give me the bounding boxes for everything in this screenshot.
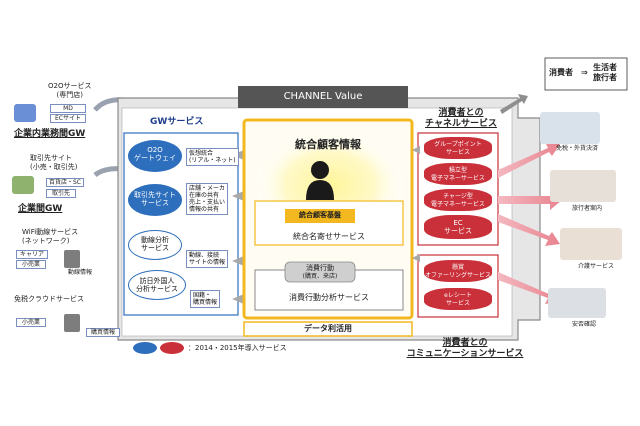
wifi-sub: 動線情報	[68, 269, 93, 276]
integrated-title: 統合顧客情報	[295, 138, 361, 151]
retail-box: 小売業	[16, 260, 46, 269]
channel-item-bg	[424, 163, 492, 185]
channel-item-bg	[424, 189, 492, 211]
gw-item-desc: 国籍・ 購買情報	[190, 290, 221, 308]
wifi-title: WiFi動線サービス (ネットワーク)	[22, 228, 79, 245]
comm-frame	[417, 254, 499, 318]
gw-item-label: O2O ゲートウェイ	[134, 146, 176, 162]
scene-label: 安否確認	[572, 321, 597, 328]
gw-item-partner	[128, 184, 182, 216]
taxfree-title: 免税クラウドサービス	[14, 295, 84, 303]
comm-header: 消費者との コミュニケーションサービス	[406, 338, 524, 359]
carrier-box: キャリア	[16, 250, 48, 259]
gw-item-o2o	[128, 140, 182, 172]
partner-caption: 企業間GW	[18, 204, 63, 214]
data-usage-label: データ利活用	[304, 324, 352, 333]
channel-item-label: グループポイント サービス	[434, 141, 482, 156]
channel-item-label: EC サービス	[444, 219, 472, 235]
gw-item-flow	[128, 230, 182, 260]
legend-text: ：2014・2015年導入サービス	[188, 344, 287, 352]
channel-header: 消費者との チャネルサービス	[425, 108, 497, 129]
scene-photo	[560, 228, 622, 260]
gw-service-title: GWサービス	[150, 117, 204, 127]
consumer-arrow: ⇒	[581, 68, 588, 77]
o2o-title: O2Oサービス (専門店)	[48, 82, 92, 99]
person-icon	[306, 161, 334, 200]
taxfree-retail-box: 小売業	[16, 318, 46, 327]
scene-photo	[550, 170, 616, 202]
scene-label: 介護サービス	[578, 263, 615, 270]
scene-photo	[548, 288, 606, 318]
gw-item-desc: 店舗・メーカ 在庫の共有 売上・支払い 情報の共有	[186, 183, 229, 215]
gw-item-desc: 動線、接続 サイトの情報	[186, 250, 229, 268]
gw-item-label: 取引先サイト サービス	[134, 191, 176, 207]
taxfree-person-icon	[64, 314, 80, 332]
integrated-base-label: 統合顧客基盤	[299, 211, 341, 219]
partner-title: 取引先サイト (小売・取引先)	[30, 154, 78, 171]
gw-item-label: 訪日外国人 分析サービス	[136, 277, 178, 293]
behavior-title: 消費行動	[306, 264, 334, 272]
person-icon	[14, 104, 36, 122]
gw-item-desc: 仮想統合 (リアル・ネット)	[186, 148, 239, 166]
store-icon	[12, 176, 34, 194]
gw-item-foreign	[128, 270, 186, 300]
channel-arrows	[498, 142, 562, 304]
consumer-label: 消費者	[549, 68, 573, 77]
client-box: 取引先	[46, 189, 76, 198]
channel-item-bg	[424, 137, 492, 159]
md-box: MD	[50, 104, 86, 113]
channel-value-bar	[238, 86, 408, 108]
comm-item-label: eレシート サービス	[444, 292, 472, 307]
o2o-caption: 企業内業務間GW	[14, 129, 86, 139]
comm-item-bg	[424, 260, 492, 282]
scene-label: 旅行者案内	[572, 205, 603, 212]
channel-item-bg	[424, 215, 492, 239]
department-store-box: 百貨店・SC	[46, 178, 84, 187]
channel-item-label: チャージ型 電子マネーサービス	[431, 193, 485, 208]
comm-item-label: 懸賞 オファーリングサービス	[424, 264, 491, 279]
integrated-service-label: 統合名寄せサービス	[293, 232, 365, 241]
scene-label: 免税・外貨決済	[556, 145, 599, 152]
taxfree-sub: 購買情報	[86, 328, 120, 337]
wifi-person-icon	[64, 250, 80, 268]
behavior-sub: (購買、来店)	[302, 273, 338, 280]
gw-item-label: 動線分析 サービス	[141, 236, 169, 252]
channel-item-label: 積立型 電子マネーサービス	[431, 167, 485, 182]
behavior-service-label: 消費行動分析サービス	[289, 293, 369, 302]
comm-item-bg	[424, 288, 492, 310]
ec-box: ECサイト	[50, 114, 86, 123]
life-traveler-label: 生活者 旅行者	[593, 63, 617, 82]
scene-photo	[540, 112, 600, 144]
channel-value-title: CHANNEL Value	[283, 91, 363, 102]
channel-frame	[417, 132, 499, 246]
